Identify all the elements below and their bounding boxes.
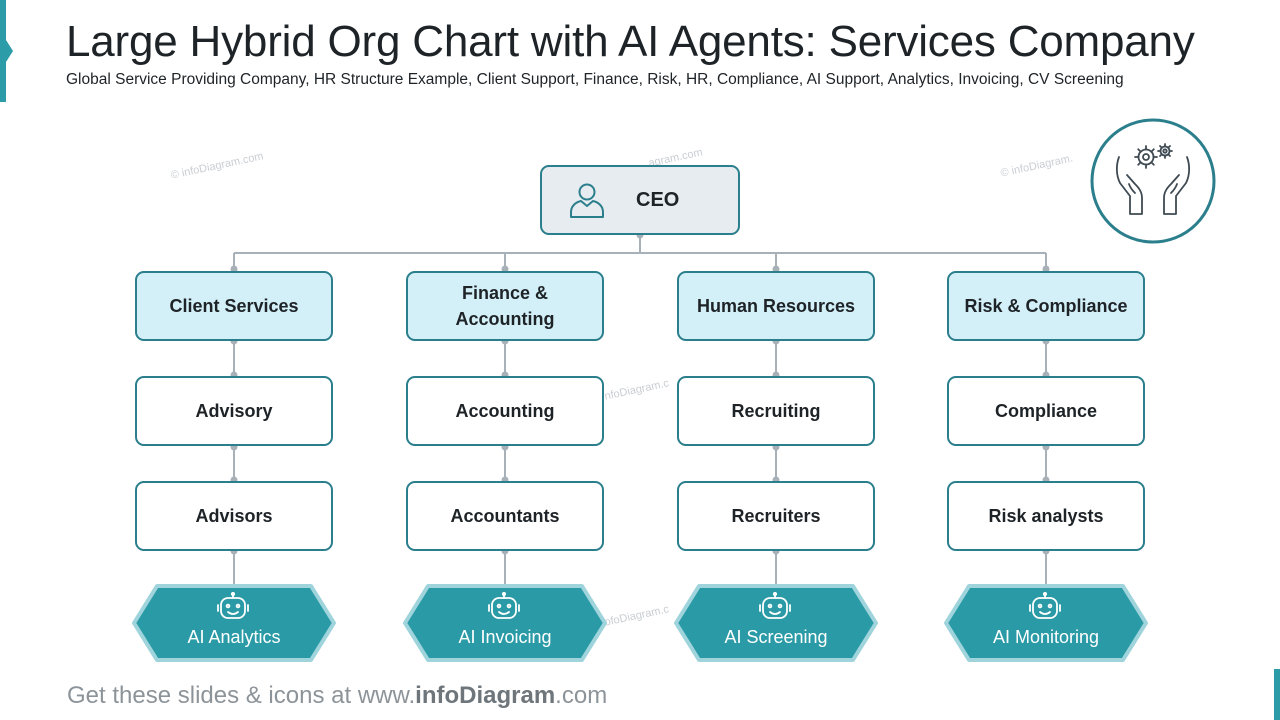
unit-box: Advisory — [135, 376, 333, 446]
ceo-box: CEO — [540, 165, 740, 235]
slide-title: Large Hybrid Org Chart with AI Agents: S… — [66, 17, 1195, 66]
department-box: Client Services — [135, 271, 333, 341]
robot-icon — [488, 592, 520, 619]
unit-box: Recruiting — [677, 376, 875, 446]
staff-box: Accountants — [406, 481, 604, 551]
staff-box: Recruiters — [677, 481, 875, 551]
hands-gears-icon — [1090, 118, 1216, 244]
robot-icon — [1029, 592, 1061, 619]
footer-brand: infoDiagram — [415, 682, 556, 709]
ai-agent-label: AI Monitoring — [992, 627, 1100, 647]
department-box: Human Resources — [677, 271, 875, 341]
robot-icon — [217, 592, 249, 619]
footer-prefix: Get these slides & icons at www. — [67, 682, 416, 709]
ai-agent-box: AI Analytics — [131, 583, 337, 663]
left-accent-arrow — [6, 40, 13, 62]
right-accent-bar — [1274, 669, 1280, 720]
ai-agent-label: AI Screening — [724, 627, 828, 647]
ai-agent-label: AI Analytics — [187, 627, 281, 647]
slide-subtitle: Global Service Providing Company, HR Str… — [66, 71, 1124, 88]
department-box: Risk & Compliance — [947, 271, 1145, 341]
person-icon — [570, 183, 604, 218]
ai-agent-box: AI Screening — [673, 583, 879, 663]
footer-suffix: .com — [555, 682, 608, 709]
department-box: Finance & Accounting — [406, 271, 604, 341]
ai-agent-box: AI Monitoring — [943, 583, 1149, 663]
ai-agent-label: AI Invoicing — [458, 627, 552, 647]
left-accent-bar — [0, 0, 6, 102]
ceo-label: CEO — [636, 189, 680, 211]
robot-icon — [759, 592, 791, 619]
unit-box: Compliance — [947, 376, 1145, 446]
unit-box: Accounting — [406, 376, 604, 446]
ai-agent-box: AI Invoicing — [402, 583, 608, 663]
footer-link-text: Get these slides & icons at www.infoDiag… — [67, 682, 607, 710]
staff-box: Advisors — [135, 481, 333, 551]
staff-box: Risk analysts — [947, 481, 1145, 551]
